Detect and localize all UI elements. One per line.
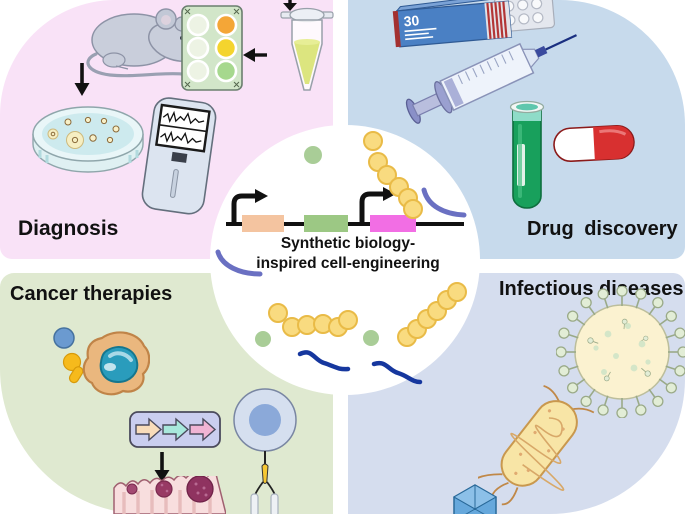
linker-curve-icon bbox=[215, 249, 263, 277]
center-circle bbox=[210, 125, 480, 395]
tumor-medium bbox=[155, 480, 173, 498]
syringe-icon bbox=[405, 34, 577, 124]
needle bbox=[545, 34, 577, 51]
promoter-arrow-icon bbox=[231, 193, 255, 224]
gene-circuit-icon bbox=[226, 187, 464, 232]
virus-icon bbox=[556, 286, 685, 418]
engineered-cell-icon bbox=[53, 327, 150, 396]
center-caption: Synthetic biology- inspired cell-enginee… bbox=[228, 234, 468, 275]
linker-curve-icon bbox=[421, 187, 467, 218]
protein-bead-chain-icon bbox=[397, 282, 467, 347]
green-dot-icon bbox=[304, 146, 322, 164]
cancer-therapies-label: Cancer therapies bbox=[10, 283, 173, 305]
well-orange bbox=[214, 13, 238, 37]
well-yellow bbox=[214, 36, 238, 60]
phage-icon bbox=[452, 484, 498, 514]
test-tube-icon bbox=[509, 100, 545, 209]
ecg-trace bbox=[160, 130, 202, 145]
ecg-trace bbox=[162, 110, 205, 125]
gene-cassette-icon bbox=[129, 411, 221, 448]
protein-bead-chain-icon bbox=[363, 131, 423, 219]
green-dot-icon bbox=[255, 331, 271, 347]
bacterium-dna bbox=[510, 417, 565, 491]
gene-arrow-peach bbox=[135, 417, 163, 442]
microtube-icon bbox=[280, 7, 334, 91]
diagnostic-device-icon bbox=[141, 97, 217, 215]
gene-arrow-pink bbox=[189, 417, 217, 442]
tube-liquid bbox=[294, 42, 320, 84]
tumor-small bbox=[126, 483, 138, 495]
tumor-large bbox=[186, 476, 214, 503]
rna-strand-icon bbox=[371, 360, 423, 385]
promoter-arrow-icon bbox=[359, 191, 383, 224]
caption-line-1: Synthetic biology- bbox=[280, 235, 416, 252]
down-arrow-icon bbox=[154, 452, 170, 482]
green-dot-icon bbox=[363, 330, 379, 346]
capsule-icon bbox=[553, 124, 635, 163]
gene-box-green bbox=[304, 215, 348, 232]
ligand-dot bbox=[53, 327, 75, 349]
pill-box-icon: 30 bbox=[392, 0, 513, 48]
bacterium-body bbox=[500, 400, 578, 487]
left-arrow-icon bbox=[243, 48, 267, 62]
down-arrow-icon bbox=[74, 63, 90, 96]
caption-line-2: inspired cell-engineering bbox=[256, 255, 440, 273]
rna-strand-icon bbox=[297, 350, 351, 372]
pill-box-count: 30 bbox=[403, 12, 420, 29]
tumor-tissue-icon bbox=[113, 476, 226, 514]
drug-discovery-label: Drug discovery bbox=[527, 218, 678, 240]
diagnosis-label: Diagnosis bbox=[18, 217, 119, 240]
antibody-icon bbox=[62, 352, 84, 384]
gene-arrow-cyan bbox=[162, 417, 190, 442]
petri-dish-icon bbox=[32, 106, 144, 173]
well-green bbox=[214, 59, 238, 83]
pipette-tip bbox=[261, 463, 269, 484]
down-arrow-icon bbox=[283, 0, 297, 11]
protein-bead-chain-icon bbox=[268, 303, 358, 337]
cell-microinjection-icon bbox=[233, 388, 297, 514]
assay-plate-icon bbox=[181, 5, 243, 91]
gene-box-peach bbox=[242, 215, 284, 232]
gene-box-magenta bbox=[370, 215, 416, 232]
needle-hub bbox=[534, 45, 548, 58]
cell-nucleus bbox=[249, 404, 281, 436]
